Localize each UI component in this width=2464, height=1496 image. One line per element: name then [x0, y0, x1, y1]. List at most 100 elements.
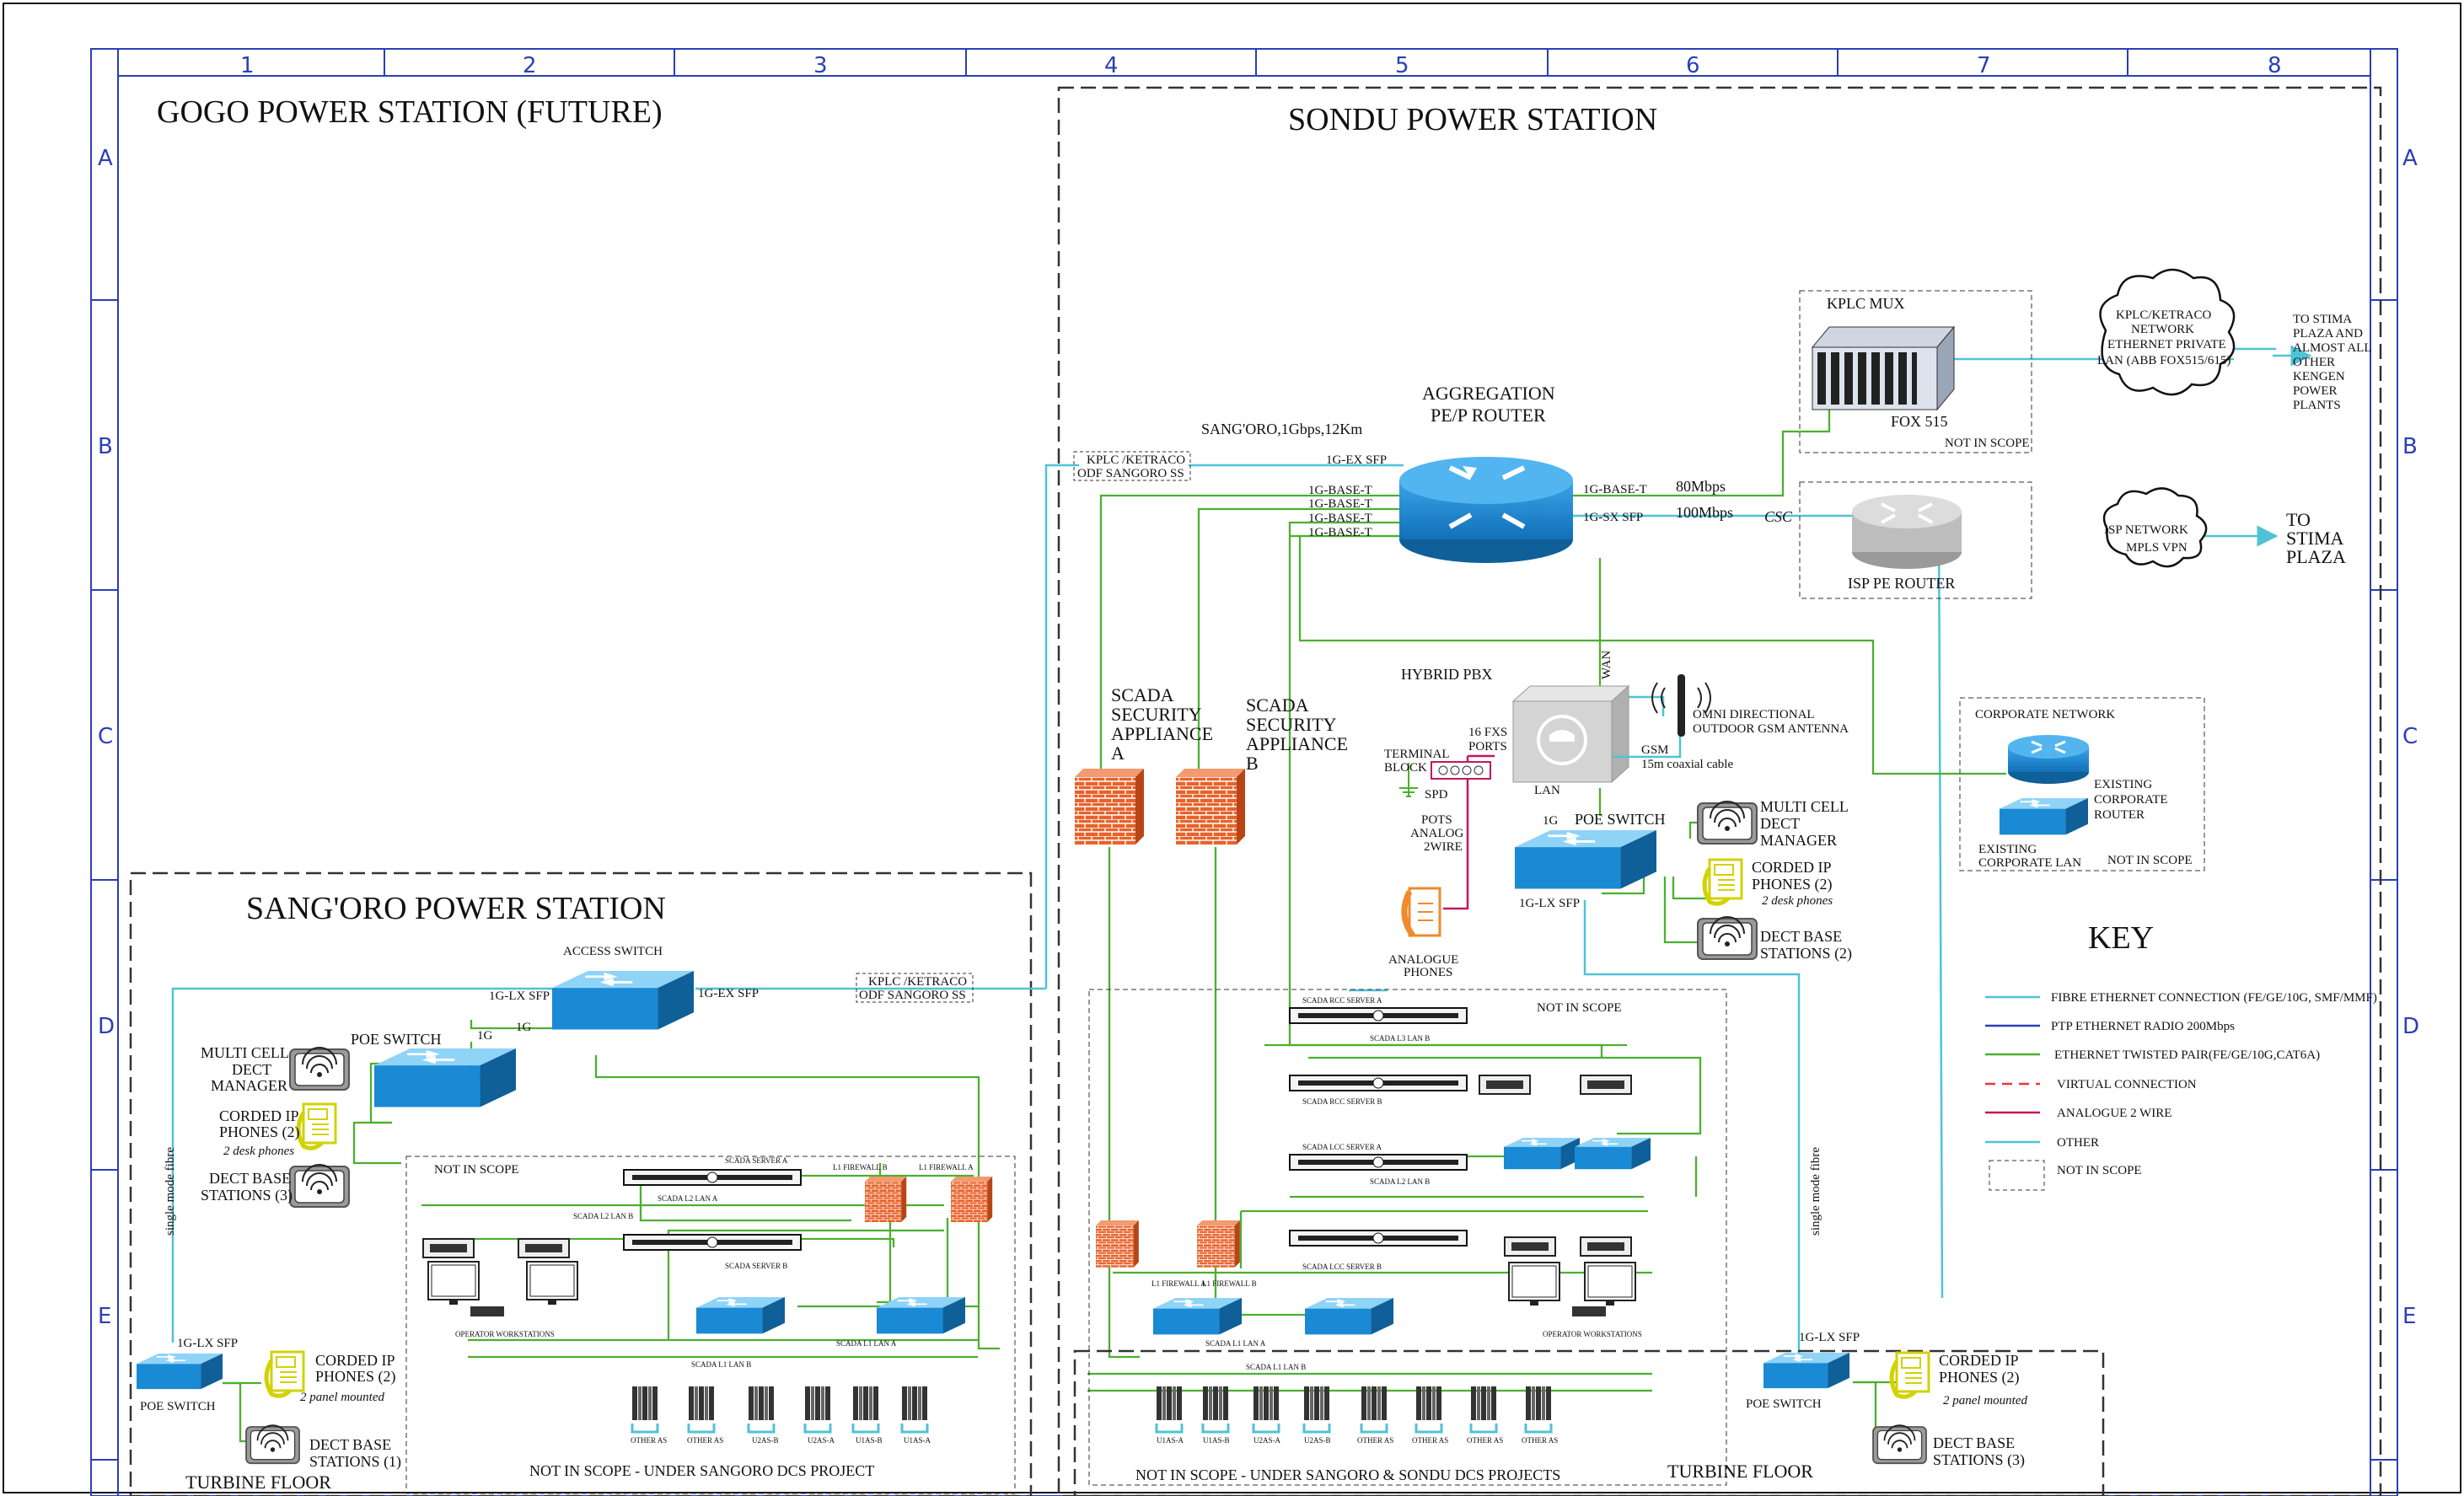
- sondu-dcs-box: [1088, 989, 1727, 1486]
- monitor-icon: [427, 1261, 480, 1306]
- twisted-pair-links: [223, 396, 2006, 1451]
- dcs-label: SCADA L1 LAN A: [1205, 1339, 1266, 1348]
- scada-label-line: SECURITY: [1111, 704, 1202, 725]
- kplc-mux-label: KPLC MUX: [1827, 295, 1905, 312]
- destination-label: STIMA: [2286, 528, 2344, 549]
- destination-label: POWER: [2293, 384, 2338, 398]
- corded-phone-icon: [298, 1104, 336, 1148]
- row-label: B: [98, 434, 113, 459]
- poe-switch-label: POE SWITCH: [1746, 1397, 1822, 1411]
- row-label: C: [98, 724, 113, 749]
- multi-cell-label: MULTI CELL: [201, 1044, 289, 1061]
- key-legend: FIBRE ETHERNET CONNECTION (FE/GE/10G, SM…: [1985, 991, 2377, 1191]
- dcs-label: SCADA LCC SERVER A: [1302, 1143, 1382, 1151]
- isp-router-label: ISP PE ROUTER: [1848, 575, 1955, 592]
- keyboard-icon: [470, 1306, 504, 1316]
- dect-base-icon: [1697, 916, 1758, 960]
- sangoro-poe-switch: [373, 1047, 518, 1108]
- workstation-icon: [1580, 1075, 1632, 1095]
- rack-icon: [1155, 1385, 1184, 1434]
- one-g-label: 1G: [1543, 814, 1559, 828]
- dcs-label: SCADA RCC SERVER A: [1302, 996, 1382, 1005]
- unit-label: OTHER AS: [1467, 1436, 1503, 1445]
- rack-icon: [851, 1385, 880, 1434]
- row-labels: A B C D E A B C D E: [98, 146, 2419, 1329]
- sangoro-boundary: [129, 871, 1033, 1496]
- multi-cell-label: MANAGER: [211, 1077, 287, 1094]
- to-stima-note: TO STIMA PLAZA AND ALMOST ALL OTHER KENG…: [2293, 313, 2371, 412]
- column-label: 1: [240, 53, 255, 78]
- aggregation-router[interactable]: [1399, 457, 1573, 563]
- column-label: 4: [1104, 53, 1119, 78]
- dcs-label: SCADA RCC SERVER B: [1302, 1097, 1382, 1106]
- lx-sfp-label: 1G-LX SFP: [489, 989, 550, 1003]
- keyboard-icon: [1572, 1306, 1606, 1316]
- key-item-label: PTP ETHERNET RADIO 200Mbps: [2051, 1020, 2235, 1033]
- analogue-phone-icon: [1401, 887, 1441, 938]
- scada-label-line: A: [1111, 743, 1125, 764]
- fox-label: FOX 515: [1891, 413, 1948, 430]
- isp-box: [1799, 481, 2032, 599]
- unit-label: U1AS-A: [1157, 1436, 1184, 1445]
- port-label: 1G-BASE-T: [1308, 484, 1372, 497]
- column-label: 7: [1977, 53, 1991, 78]
- rack-icon: [1302, 1385, 1331, 1434]
- sangoro-rack-row: [631, 1385, 929, 1434]
- key-item-label: FIBRE ETHERNET CONNECTION (FE/GE/10G, SM…: [2051, 991, 2377, 1005]
- terminal-block-label: BLOCK: [1384, 761, 1427, 775]
- analogue-link: [1443, 756, 1469, 910]
- rack-icon: [687, 1385, 716, 1434]
- dcs-label: L1 FIREWALL A: [1151, 1279, 1206, 1288]
- corporate-box: [1959, 697, 2205, 871]
- rack-icon: [803, 1385, 832, 1434]
- port-label: 1G-BASE-T: [1308, 512, 1372, 525]
- spd-label: SPD: [1425, 788, 1448, 802]
- dcs-label: OPERATOR WORKSTATIONS: [455, 1330, 555, 1338]
- antenna-icon: [1651, 674, 1711, 737]
- server-icon: [1289, 1007, 1468, 1024]
- scada-firewall-a: [1075, 769, 1144, 845]
- antenna-label: OMNI DIRECTIONAL: [1693, 708, 1815, 721]
- workstation-icon: [1504, 1236, 1556, 1257]
- dect-base-label: STATIONS (2): [1760, 945, 1852, 962]
- l1-switch-icon: [1152, 1297, 1243, 1336]
- destination-label: TO: [2286, 509, 2311, 530]
- dect-manager-icon: [289, 1047, 350, 1091]
- existing-router-label: CORPORATE: [2094, 793, 2168, 807]
- column-label: 6: [1686, 53, 1700, 78]
- turbine-poe-switch: [1763, 1352, 1850, 1390]
- dect-base-label: DECT BASE: [309, 1436, 391, 1453]
- cloud-label: ISP NETWORK: [2104, 523, 2188, 537]
- turbine-poe-switch: [136, 1353, 223, 1391]
- dect-base-icon: [1872, 1424, 1927, 1465]
- odf-label: ODF SANGORO SS: [1077, 467, 1184, 480]
- coax-label: 15m coaxial cable: [1641, 758, 1733, 771]
- dect-base-icon: [289, 1164, 350, 1208]
- fxs-label: PORTS: [1468, 740, 1507, 753]
- isp-cloud: ISP NETWORK MPLS VPN: [2102, 487, 2208, 568]
- aggregation-label: AGGREGATION: [1422, 383, 1555, 404]
- not-in-scope-label: NOT IN SCOPE: [1945, 437, 2030, 450]
- destination-label: PLANTS: [2293, 399, 2341, 412]
- access-switch-label: ACCESS SWITCH: [563, 945, 663, 958]
- corded-label: CORDED IP: [315, 1352, 395, 1369]
- row-label: A: [2402, 146, 2418, 171]
- server-icon: [1289, 1075, 1468, 1091]
- scada-label-line: SECURITY: [1246, 714, 1337, 735]
- dect-base-label: DECT BASE: [1933, 1434, 2015, 1451]
- l2-switch-icon: [1503, 1137, 1581, 1170]
- sondu-title: SONDU POWER STATION: [1288, 102, 1657, 137]
- terminal-block-label: TERMINAL: [1384, 748, 1450, 761]
- desk-phones-label: 2 desk phones: [223, 1145, 294, 1158]
- row-label: C: [2402, 724, 2418, 749]
- port-label: 1G-EX SFP: [1326, 453, 1387, 467]
- destination-label: OTHER: [2293, 356, 2335, 369]
- drawing-frame: 1 2 3 4 5 6 7 8 A B C D E A B C D E: [3, 3, 2461, 1496]
- corded-label: PHONES (2): [1752, 876, 1833, 893]
- odf-label: ODF SANGORO SS: [859, 989, 966, 1002]
- server-icon: [1289, 1230, 1468, 1247]
- speed-label: 80Mbps: [1676, 478, 1726, 495]
- rack-icon: [1360, 1385, 1388, 1434]
- destination-label: PLAZA AND: [2293, 327, 2363, 340]
- dcs-label: SCADA L1 LAN B: [691, 1360, 751, 1369]
